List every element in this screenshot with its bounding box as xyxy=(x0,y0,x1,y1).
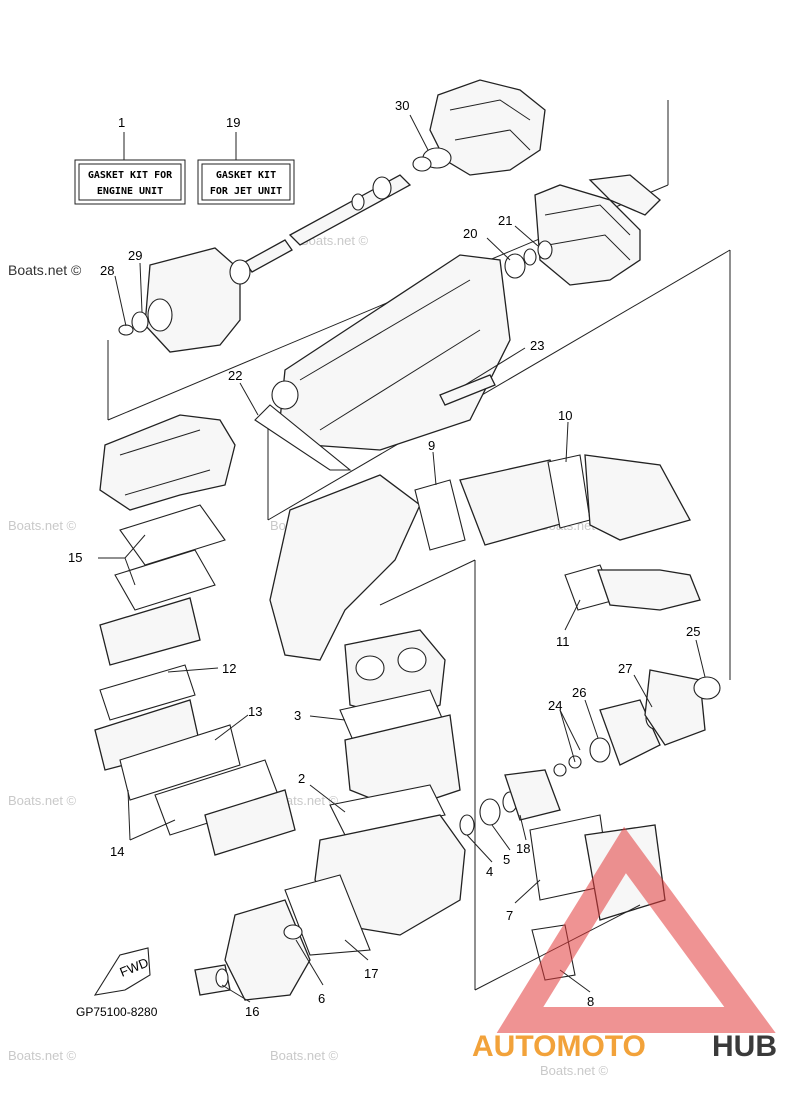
oil-seal-28 xyxy=(118,324,134,336)
jet-nozzle xyxy=(429,79,546,176)
callout-3: 3 xyxy=(294,708,301,723)
watermark-text: Boats.net © xyxy=(8,1048,77,1063)
kit-engine-line1: GASKET KIT FOR xyxy=(88,170,173,181)
bearing xyxy=(229,259,251,285)
manifold-gasket xyxy=(119,504,226,566)
callout-12: 12 xyxy=(222,661,236,676)
kit-engine: 1 GASKET KIT FOR ENGINE UNIT xyxy=(74,115,186,205)
bearing xyxy=(372,176,392,200)
bearing-26 xyxy=(589,737,611,763)
callout-7: 7 xyxy=(506,908,513,923)
jet-pump-group xyxy=(107,79,731,680)
callout-24: 24 xyxy=(548,698,562,713)
brand-part1: AUTOMOTO xyxy=(472,1030,646,1063)
callout-17: 17 xyxy=(364,966,378,981)
watermark-text: Boats.net © xyxy=(8,793,77,808)
bearing-housing xyxy=(599,699,661,766)
callout-4: 4 xyxy=(486,864,493,879)
cover-plate xyxy=(644,669,706,746)
kit-jet: 19 GASKET KIT FOR JET UNIT xyxy=(197,115,295,205)
kit-jet-line2: FOR JET UNIT xyxy=(210,186,282,197)
flywheel-cover xyxy=(224,899,311,1001)
watermark-text: Boats.net © xyxy=(300,233,369,248)
watermark-text: Boats.net © xyxy=(540,1063,609,1078)
manifold-gasket-12 xyxy=(99,664,196,721)
brand-logo: AUTOMOTO HUB xyxy=(472,826,777,1063)
exhaust-outlet xyxy=(597,569,701,611)
base-gasket-2 xyxy=(329,784,446,836)
oil-seal-4 xyxy=(459,814,475,836)
callout-2: 2 xyxy=(298,771,305,786)
callout-19: 19 xyxy=(226,115,240,130)
callout-22: 22 xyxy=(228,368,242,383)
muffler xyxy=(584,454,691,541)
oil-seal-21 xyxy=(537,240,553,260)
callout-25: 25 xyxy=(686,624,700,639)
manifold-gasket xyxy=(114,549,216,611)
gasket-23 xyxy=(439,374,496,406)
kit-engine-line2: ENGINE UNIT xyxy=(97,186,163,197)
exhaust-elbow xyxy=(99,414,236,511)
callout-6: 6 xyxy=(318,991,325,1006)
gasket-22 xyxy=(254,404,352,471)
coupling-18 xyxy=(504,769,561,821)
callout-5: 5 xyxy=(503,852,510,867)
callout-8: 8 xyxy=(587,994,594,1009)
callout-18: 18 xyxy=(516,841,530,856)
warning-triangle-icon xyxy=(496,826,776,1033)
brand-part2: HUB xyxy=(712,1030,777,1063)
exhaust-pipe xyxy=(269,474,421,661)
bearing-5 xyxy=(479,798,501,826)
callout-30: 30 xyxy=(395,98,409,113)
callout-27: 27 xyxy=(618,661,632,676)
kit-engine-box xyxy=(74,159,186,205)
o-ring-25 xyxy=(693,676,721,700)
callout-28: 28 xyxy=(100,263,114,278)
callout-29: 29 xyxy=(128,248,142,263)
callout-21: 21 xyxy=(498,213,512,228)
oil-seal-29 xyxy=(131,311,149,333)
kit-jet-line1: GASKET KIT xyxy=(216,170,276,181)
watermark-text: Boats.net © xyxy=(8,262,82,278)
callout-26: 26 xyxy=(572,685,586,700)
watermark-text: Boats.net © xyxy=(270,1048,339,1063)
callout-9: 9 xyxy=(428,438,435,453)
callout-23: 23 xyxy=(530,338,544,353)
diagram-code: GP75100-8280 xyxy=(76,1005,158,1019)
leader-lines xyxy=(98,114,706,1003)
gasket-9 xyxy=(414,479,466,551)
callout-1: 1 xyxy=(118,115,125,130)
exhaust-manifold xyxy=(99,597,201,666)
reed-valve xyxy=(204,789,296,856)
watermark-text: Boats.net © xyxy=(8,518,77,533)
fwd-arrow-icon xyxy=(93,947,151,996)
callout-11: 11 xyxy=(556,634,570,649)
callout-15: 15 xyxy=(68,550,82,565)
engine-block-group xyxy=(194,629,721,1001)
kit-jet-box xyxy=(197,159,295,205)
callout-10: 10 xyxy=(558,408,572,423)
callout-labels: 30 28 29 20 21 22 23 9 10 11 15 12 13 14… xyxy=(68,98,700,1019)
oil-seal-6 xyxy=(283,924,303,940)
impeller xyxy=(534,184,641,286)
callout-20: 20 xyxy=(463,226,477,241)
fwd-arrow: FWD xyxy=(93,947,151,996)
exhaust-group xyxy=(94,414,701,990)
duct xyxy=(279,254,511,451)
callout-16: 16 xyxy=(245,1004,259,1019)
reed-valve-gasket xyxy=(119,724,241,801)
callout-14: 14 xyxy=(110,844,124,859)
callout-13: 13 xyxy=(248,704,262,719)
